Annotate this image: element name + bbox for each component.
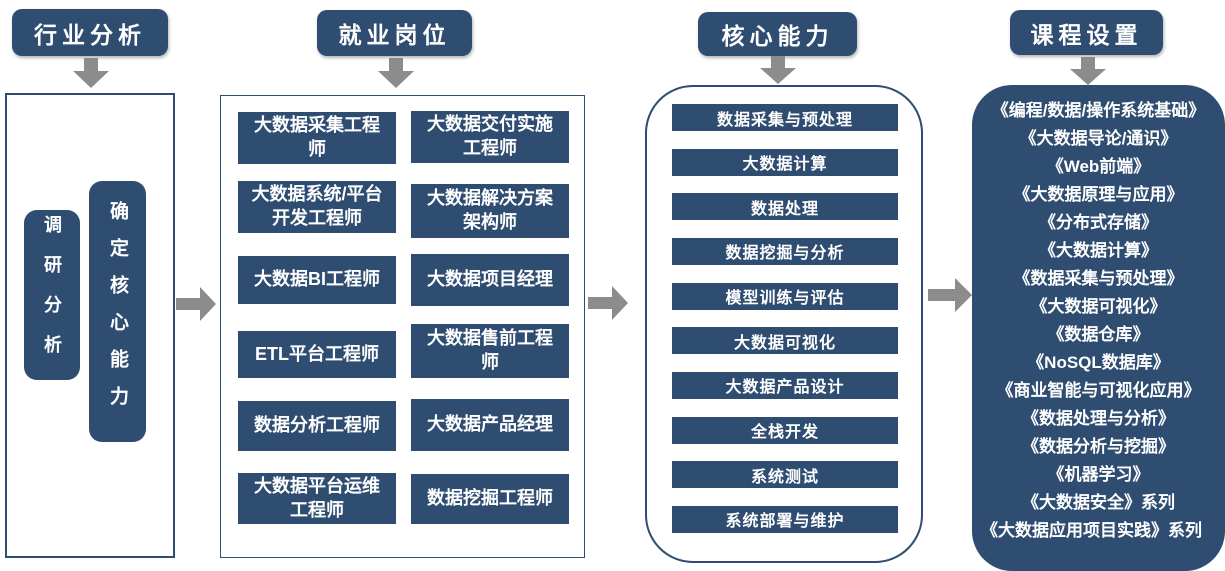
course-item: 《大数据安全》系列 [1022,493,1175,512]
research-analysis-pill: 调研分析 [24,210,80,380]
header-curriculum: 课程设置 [1010,10,1163,55]
course-item: 《商业智能与可视化应用》 [996,381,1201,400]
course-item: 《数据仓库》 [1047,325,1150,344]
course-item: 《数据处理与分析》 [1022,409,1175,428]
course-item: 《大数据原理与应用》 [1013,185,1184,204]
job-box: 大数据售前工程师 [411,324,569,378]
industry-analysis-panel: 调研分析 确定核心能力 [5,93,175,558]
job-box: 数据挖掘工程师 [411,474,569,524]
competency-bar: 大数据计算 [672,148,898,176]
competency-bar: 大数据可视化 [672,327,898,355]
competency-list: 数据采集与预处理 大数据计算 数据处理 数据挖掘与分析 模型训练与评估 大数据可… [672,104,898,533]
course-item: 《大数据计算》 [1039,241,1158,260]
down-arrow-icon [1070,57,1106,85]
down-arrow-icon [760,56,796,84]
header-industry-analysis: 行业分析 [12,9,168,56]
job-box: 大数据解决方案架构师 [411,184,569,238]
course-item: 《Web前端》 [1046,157,1151,176]
course-item: 《NoSQL数据库》 [1027,353,1170,372]
course-item: 《编程/数据/操作系统基础》 [991,101,1206,120]
job-positions-panel: 大数据采集工程师 大数据系统/平台开发工程师 大数据BI工程师 ETL平台工程师… [220,95,585,558]
competency-bar: 数据挖掘与分析 [672,237,898,265]
course-item: 《数据采集与预处理》 [1013,269,1184,288]
job-box: 大数据产品经理 [411,399,569,451]
job-box: 大数据项目经理 [411,254,569,306]
right-arrow-icon [176,287,216,321]
competency-bar: 数据处理 [672,193,898,221]
core-competency-panel: 数据采集与预处理 大数据计算 数据处理 数据挖掘与分析 模型训练与评估 大数据可… [645,85,923,563]
header-core-competency: 核心能力 [698,12,857,56]
job-box: 大数据平台运维工程师 [238,473,396,524]
right-arrow-icon [928,278,972,312]
course-list: 《编程/数据/操作系统基础》 《大数据导论/通识》 《Web前端》 《大数据原理… [972,85,1225,545]
header-job-positions: 就业岗位 [317,10,472,56]
course-item: 《大数据导论/通识》 [1019,129,1178,148]
right-arrow-icon [588,286,628,320]
competency-bar: 全栈开发 [672,416,898,444]
course-item: 《分布式存储》 [1039,213,1158,232]
competency-bar: 大数据产品设计 [672,371,898,399]
competency-bar: 数据采集与预处理 [672,104,898,131]
job-box: 大数据系统/平台开发工程师 [238,181,396,233]
down-arrow-icon [73,58,109,88]
competency-bar: 系统部署与维护 [672,505,898,533]
course-item: 《机器学习》 [1047,465,1150,484]
competency-bar: 系统测试 [672,461,898,489]
job-box: 数据分析工程师 [238,401,396,451]
job-box: 大数据采集工程师 [238,112,396,164]
curriculum-panel: 《编程/数据/操作系统基础》 《大数据导论/通识》 《Web前端》 《大数据原理… [972,85,1225,571]
course-item: 《数据分析与挖掘》 [1022,437,1175,456]
job-box: 大数据BI工程师 [238,256,396,304]
define-core-ability-pill: 确定核心能力 [89,181,146,442]
course-item: 《大数据应用项目实践》系列 [981,521,1202,540]
job-box: 大数据交付实施工程师 [411,111,569,163]
down-arrow-icon [378,58,414,88]
job-box: ETL平台工程师 [238,331,396,378]
course-item: 《大数据可视化》 [1030,297,1167,316]
competency-bar: 模型训练与评估 [672,282,898,310]
